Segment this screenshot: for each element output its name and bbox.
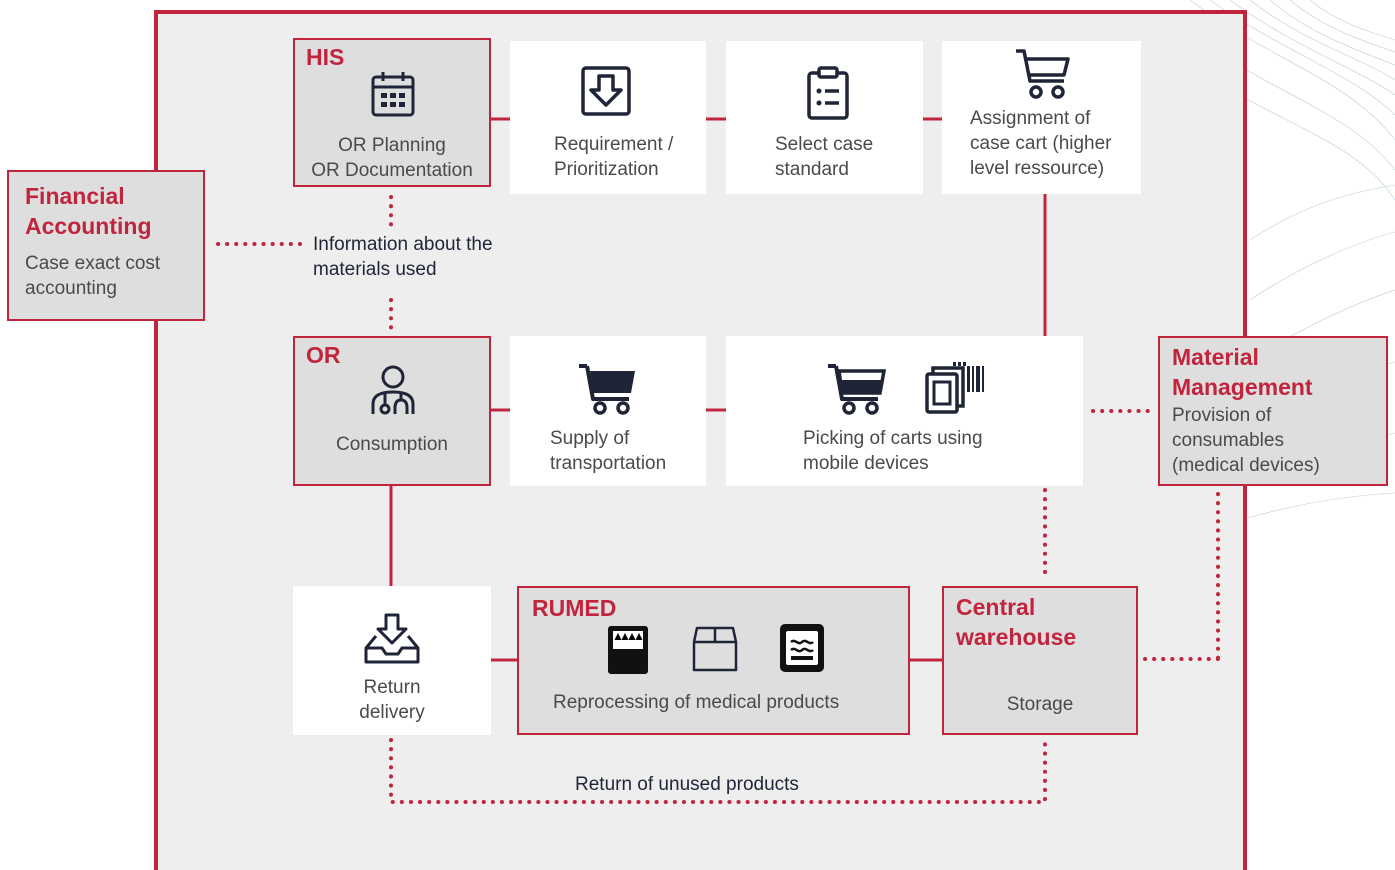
financial-accounting-box: Financial Accounting Case exact cost acc… — [7, 170, 205, 321]
info-note-line2: materials used — [313, 259, 437, 280]
package-box-icon — [692, 626, 738, 672]
requirement-line1: Requirement / — [554, 134, 674, 155]
rumed-line1: Reprocessing of medical products — [553, 692, 840, 713]
info-note-line1: Information about the — [313, 234, 493, 255]
requirement-line2: Prioritization — [554, 159, 659, 180]
rumed-title: RUMED — [532, 595, 617, 621]
financial-line1: Case exact cost — [25, 253, 161, 274]
financial-title-2: Accounting — [25, 213, 152, 239]
his-line2: OR Documentation — [311, 160, 473, 181]
case-standard-line2: standard — [775, 159, 849, 180]
picking-line2: mobile devices — [803, 453, 929, 474]
clipboard-list-icon — [807, 66, 849, 120]
washer-disinfector-icon — [608, 626, 648, 674]
supply-box: Supply of transportation — [510, 336, 706, 486]
central-title-1: Central — [956, 594, 1036, 620]
supply-line1: Supply of — [550, 428, 630, 449]
central-warehouse-box: Central warehouse Storage — [942, 586, 1138, 735]
rumed-box: RUMED Reprocessing of medical products — [517, 586, 910, 735]
assignment-line3: level ressource) — [970, 158, 1105, 179]
cart-outline-icon — [1016, 49, 1070, 99]
financial-line2: accounting — [25, 278, 117, 299]
material-line2: consumables — [1172, 430, 1284, 451]
material-line1: Provision of — [1172, 405, 1272, 426]
his-title: HIS — [306, 44, 345, 70]
calendar-icon — [371, 72, 415, 117]
case-standard-line1: Select case — [775, 134, 874, 155]
supply-line2: transportation — [550, 453, 667, 474]
requirement-box: Requirement / Prioritization — [510, 41, 706, 194]
picking-box: Picking of carts using mobile devices — [726, 336, 1083, 486]
inbox-download-icon — [364, 613, 420, 664]
material-title-1: Material — [1172, 344, 1259, 370]
or-title: OR — [306, 342, 341, 368]
barcode-scanner-icon — [925, 362, 984, 414]
sterilizer-icon — [780, 624, 824, 672]
unused-products-label: Return of unused products — [575, 774, 799, 795]
surgeon-icon — [371, 365, 415, 415]
assignment-line1: Assignment of — [970, 108, 1091, 129]
material-line3: (medical devices) — [1172, 455, 1320, 476]
assignment-line2: case cart (higher — [970, 133, 1112, 154]
his-box: HIS OR Planning OR Documentation — [293, 38, 491, 187]
financial-title-1: Financial — [25, 183, 125, 209]
central-title-2: warehouse — [956, 624, 1077, 650]
or-box: OR Consumption — [293, 336, 491, 486]
cart-half-filled-icon — [828, 364, 886, 415]
return-delivery-line2: delivery — [359, 702, 425, 723]
picking-line1: Picking of carts using — [803, 428, 983, 449]
material-title-2: Management — [1172, 374, 1313, 400]
case-standard-box: Select case standard — [726, 41, 923, 194]
download-arrow-icon — [581, 66, 631, 116]
return-delivery-box: Return delivery — [293, 586, 491, 735]
material-management-box: Material Management Provision of consuma… — [1158, 336, 1388, 486]
his-line1: OR Planning — [338, 135, 446, 156]
or-line1: Consumption — [336, 434, 448, 455]
central-line1: Storage — [1006, 694, 1074, 715]
assignment-box: Assignment of case cart (higher level re… — [942, 41, 1141, 194]
return-delivery-line1: Return — [363, 677, 421, 698]
cart-filled-icon — [579, 364, 635, 415]
